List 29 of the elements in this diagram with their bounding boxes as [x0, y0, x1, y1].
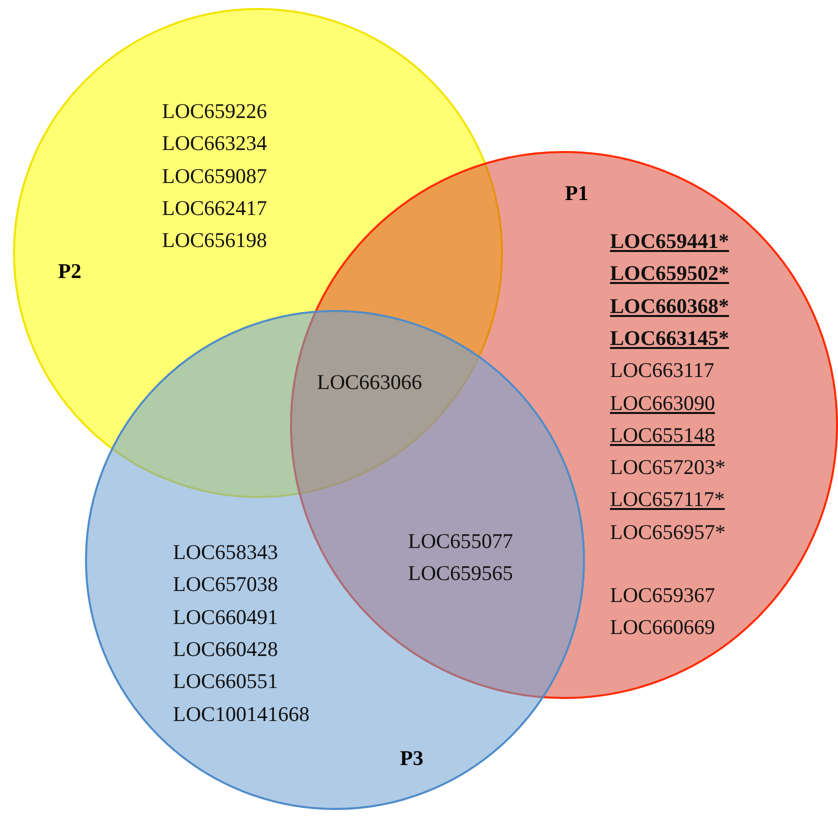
- gene-id: LOC663234: [162, 131, 267, 156]
- gene-id: LOC662417: [162, 196, 267, 220]
- gene-id: LOC657117*: [610, 487, 725, 512]
- gene-id: LOC659441*: [610, 229, 730, 253]
- gene-id: LOC659367: [610, 583, 715, 607]
- gene-id: LOC660368*: [610, 294, 730, 318]
- gene-id: LOC659502*: [610, 261, 730, 286]
- gene-id: LOC663145*: [610, 326, 730, 350]
- gene-id: LOC663117: [610, 358, 714, 382]
- set-label: P2: [58, 259, 82, 283]
- gene-id: LOC659565: [408, 561, 513, 585]
- set-label: P3: [400, 746, 424, 770]
- gene-id: LOC657203*: [610, 455, 726, 480]
- gene-id: LOC658343: [173, 540, 278, 564]
- gene-id: LOC657038: [173, 572, 278, 596]
- gene-id: LOC660491: [173, 604, 278, 629]
- gene-id: LOC660551: [173, 669, 278, 694]
- gene-id: LOC655077: [408, 529, 513, 553]
- gene-id: LOC659226: [162, 99, 267, 123]
- gene-id: LOC656198: [162, 228, 267, 252]
- gene-id: LOC656957*: [610, 520, 726, 544]
- gene-id: LOC663090: [610, 390, 715, 414]
- gene-id: LOC659087: [162, 164, 267, 188]
- gene-id: LOC100141668: [173, 702, 310, 726]
- gene-id: LOC663066: [317, 370, 422, 394]
- gene-id: LOC660669: [610, 615, 715, 639]
- set-label: P1: [565, 181, 588, 205]
- gene-id: LOC655148: [610, 422, 715, 447]
- gene-id: LOC660428: [173, 636, 278, 661]
